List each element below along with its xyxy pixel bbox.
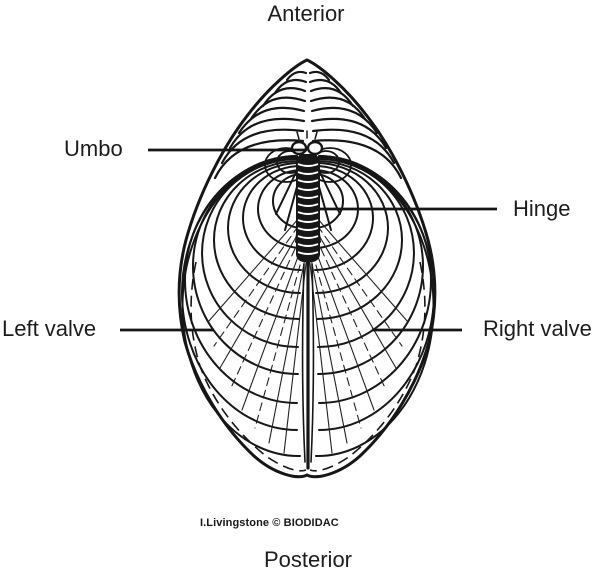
credit-text: I.Livingstone © BIODIDAC [200, 517, 339, 529]
label-right-valve: Right valve [483, 316, 592, 341]
label-posterior: Posterior [263, 547, 353, 572]
shell-margin-detail [190, 261, 426, 472]
valve-seam [301, 260, 315, 470]
label-left-valve: Left valve [2, 316, 97, 341]
label-hinge: Hinge [513, 196, 571, 221]
label-umbo: Umbo [64, 136, 123, 161]
shell-outline [177, 58, 437, 479]
anterior-ribs-left [213, 70, 308, 180]
right-valve-growth-lines [308, 147, 435, 458]
label-anterior: Anterior [267, 1, 345, 26]
leader-lines [120, 148, 497, 332]
left-valve-growth-lines [181, 147, 308, 458]
anterior-ribs-right [308, 70, 403, 180]
